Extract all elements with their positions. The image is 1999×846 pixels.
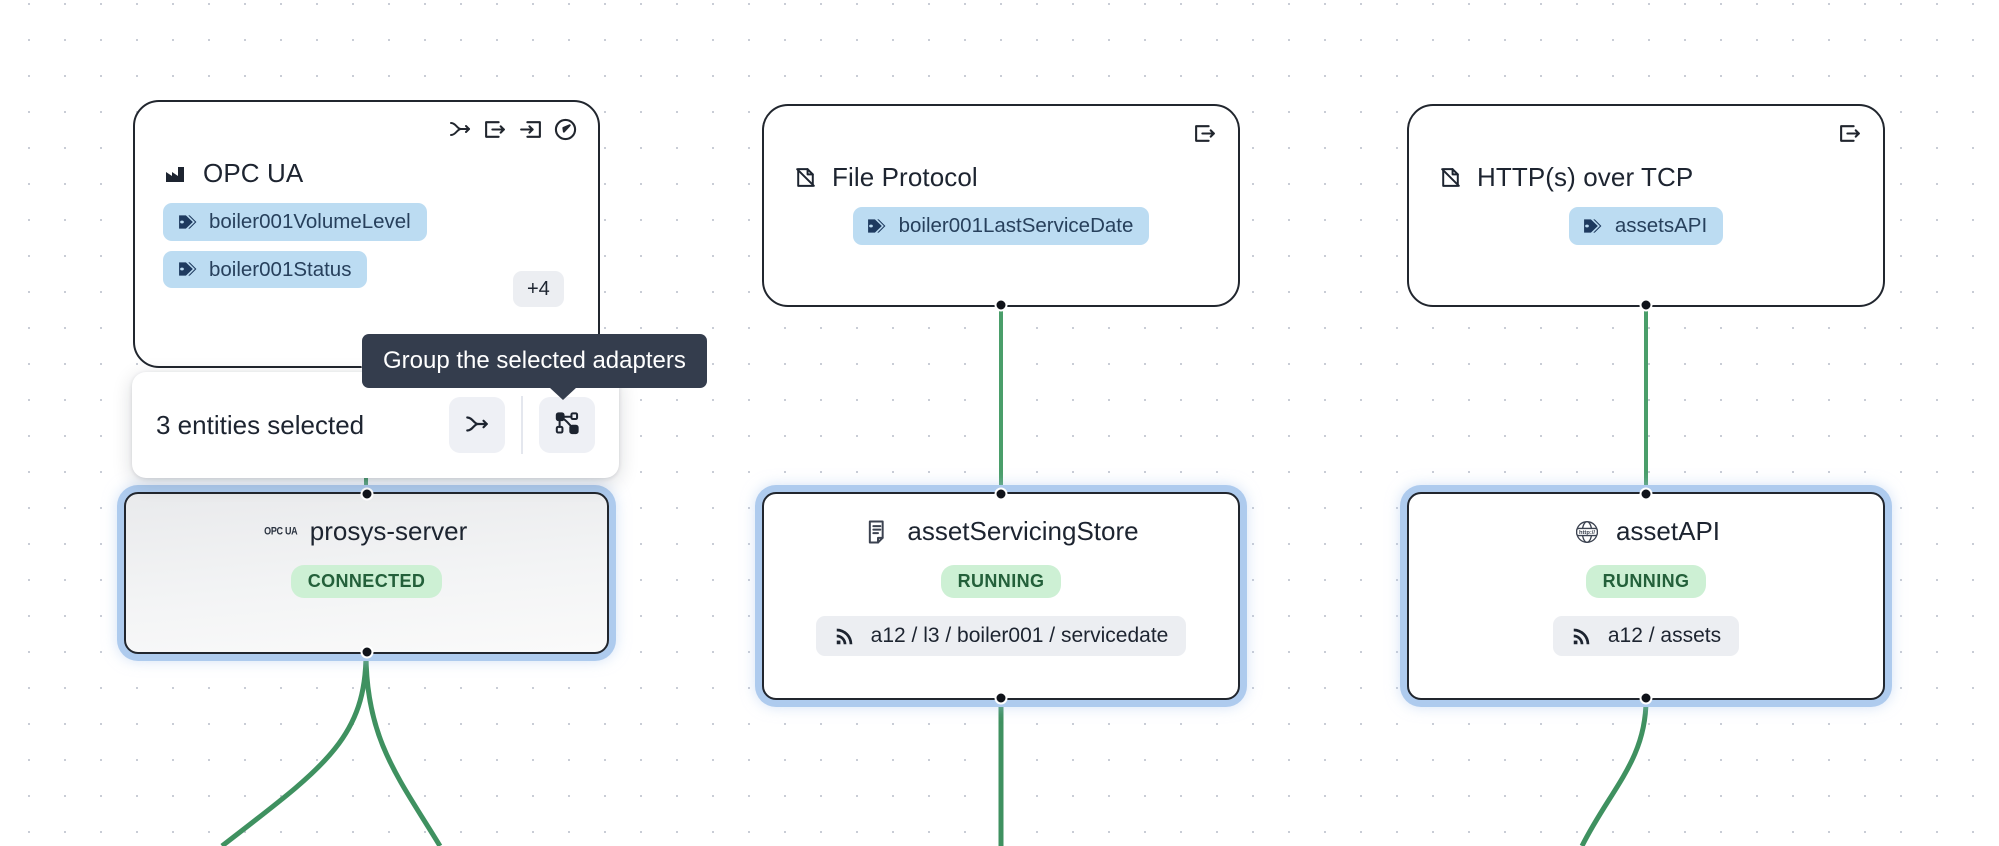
export-box-icon[interactable] <box>482 116 508 142</box>
tag-label: boiler001Status <box>209 257 352 281</box>
adapter-toolbar[interactable] <box>1192 120 1218 146</box>
tag-icon <box>1582 215 1603 236</box>
tooltip: Group the selected adapters <box>362 334 707 400</box>
adapter-title-opcua: OPC UA <box>135 102 598 189</box>
node-handle-top[interactable] <box>994 487 1008 501</box>
node-handle-bottom[interactable] <box>360 645 373 659</box>
tag-icon <box>176 211 197 232</box>
merge-entities-button[interactable] <box>449 397 505 453</box>
factory-icon <box>163 161 189 187</box>
device-card-prosys-server[interactable]: OPC UA prosys-server CONNECTED <box>124 487 609 659</box>
node-handle-top[interactable] <box>360 487 373 501</box>
tag-icon <box>176 259 197 280</box>
import-box-icon[interactable] <box>517 116 543 142</box>
export-box-icon[interactable] <box>1837 120 1863 146</box>
group-adapters-button[interactable] <box>539 397 595 453</box>
broadcast-icon <box>1571 624 1594 647</box>
status-badge: CONNECTED <box>290 565 443 598</box>
device-title-label: assetAPI <box>1615 516 1721 546</box>
adapter-tag-list: assetsAPI <box>1409 207 1883 265</box>
navigate-circle-icon[interactable] <box>552 116 578 142</box>
opcua-logo-icon: OPC UA <box>264 524 298 538</box>
node-handle-bottom[interactable] <box>1639 691 1653 705</box>
node-handle-bottom[interactable] <box>1639 298 1653 312</box>
edge-prosys-out-right <box>363 653 443 846</box>
tag-label: assetsAPI <box>1614 214 1708 237</box>
adapter-toolbar[interactable] <box>447 116 578 142</box>
tag-label: boiler001VolumeLevel <box>209 210 411 233</box>
file-protocol-icon <box>1437 165 1463 191</box>
device-card-asset-api[interactable]: http:// assetAPI RUNNING a12 / assets <box>1407 487 1885 705</box>
adapter-title-http-tcp: HTTP(s) over TCP <box>1409 106 1883 193</box>
adapter-title-label: HTTP(s) over TCP <box>1477 162 1694 192</box>
adapter-toolbar[interactable] <box>1837 120 1863 146</box>
edge-prosys-out-left <box>220 653 369 846</box>
topic-chip[interactable]: a12 / assets <box>1552 615 1740 656</box>
status-badge: RUNNING <box>1585 565 1707 598</box>
device-title-asset-api: http:// assetAPI <box>1572 516 1720 547</box>
adapter-title-file-protocol: File Protocol <box>764 106 1238 193</box>
device-title-label: prosys-server <box>309 516 468 546</box>
tooltip-arrow <box>549 387 577 400</box>
tag-icon <box>866 215 887 236</box>
file-protocol-icon <box>792 165 818 191</box>
device-title-asset-servicing-store: assetServicingStore <box>863 516 1139 547</box>
edge-api-out <box>1579 699 1649 846</box>
node-handle-top[interactable] <box>1639 487 1653 501</box>
status-badge: RUNNING <box>940 565 1062 598</box>
node-handle-bottom[interactable] <box>994 691 1008 705</box>
topic-label: a12 / l3 / boiler001 / servicedate <box>870 623 1169 647</box>
svg-text:http://: http:// <box>1579 529 1595 535</box>
topology-group-icon <box>554 410 581 440</box>
device-card-asset-servicing-store[interactable]: assetServicingStore RUNNING a12 / l3 / b… <box>762 487 1240 705</box>
selection-toolbar[interactable]: 3 entities selected <box>132 372 619 478</box>
toolbar-divider <box>521 396 523 454</box>
device-title-label: assetServicingStore <box>907 516 1139 546</box>
overflow-badge[interactable]: +4 <box>513 271 564 307</box>
adapter-tag-list: boiler001VolumeLevel boiler001Status <box>135 203 598 308</box>
selection-count-label: 3 entities selected <box>156 409 365 440</box>
tag-chip[interactable]: boiler001VolumeLevel <box>163 203 427 241</box>
topic-label: a12 / assets <box>1607 623 1722 647</box>
node-handle-bottom[interactable] <box>994 298 1008 312</box>
tag-label: boiler001LastServiceDate <box>898 214 1134 237</box>
adapter-card-opcua[interactable]: OPC UA boiler001VolumeLevel <box>133 100 600 373</box>
merge-branch-icon[interactable] <box>447 116 473 142</box>
export-box-icon[interactable] <box>1192 120 1218 146</box>
merge-branch-icon <box>464 411 490 440</box>
http-globe-icon: http:// <box>1572 517 1602 547</box>
device-title-prosys-server: OPC UA prosys-server <box>264 516 468 547</box>
document-icon <box>863 517 893 547</box>
tooltip-text: Group the selected adapters <box>383 347 686 374</box>
adapter-card-file-protocol[interactable]: File Protocol boiler001LastServiceDate <box>762 104 1240 312</box>
topic-chip[interactable]: a12 / l3 / boiler001 / servicedate <box>815 615 1187 656</box>
tag-chip[interactable]: boiler001Status <box>163 250 368 289</box>
adapter-tag-list: boiler001LastServiceDate <box>764 207 1238 265</box>
adapter-title-label: File Protocol <box>832 162 978 192</box>
adapter-title-label: OPC UA <box>203 158 304 188</box>
tag-chip[interactable]: boiler001LastServiceDate <box>852 207 1150 245</box>
tag-chip[interactable]: assetsAPI <box>1568 207 1724 245</box>
adapter-card-http-tcp[interactable]: HTTP(s) over TCP assetsAPI <box>1407 104 1885 312</box>
broadcast-icon <box>834 624 857 647</box>
